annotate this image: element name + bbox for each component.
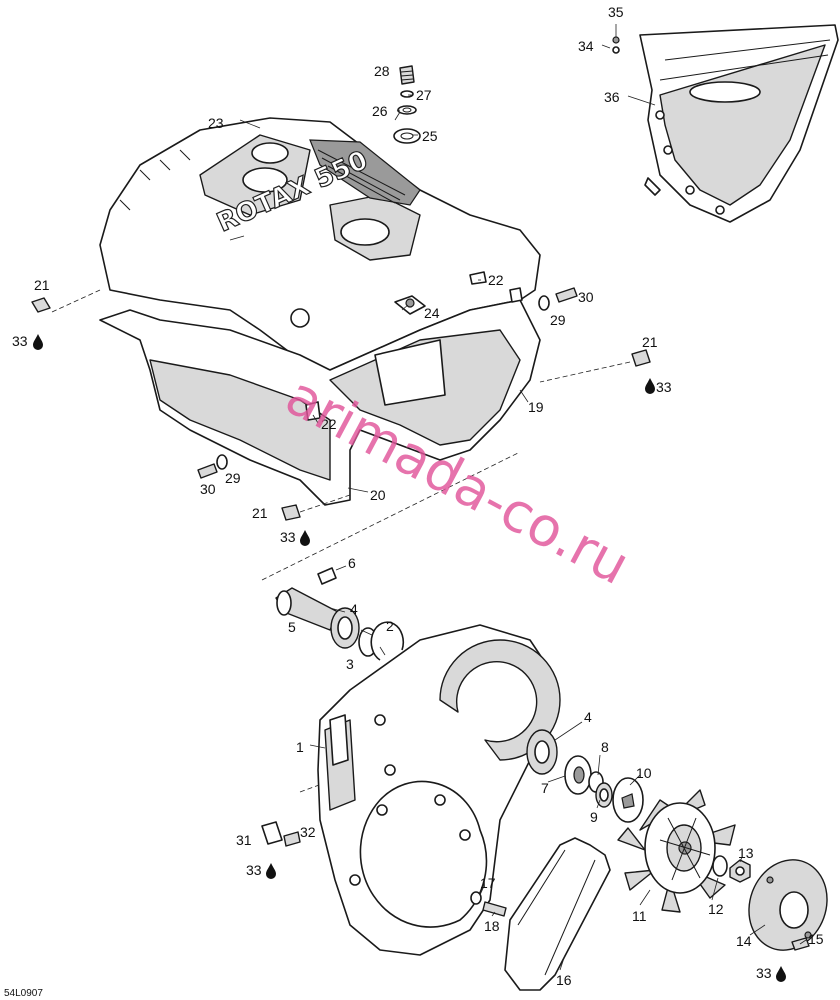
callout-21-left: 21	[34, 277, 50, 293]
belt-part-16	[504, 837, 611, 991]
callout-3: 3	[346, 656, 354, 672]
oil-drop-icon	[266, 863, 276, 879]
svg-text:33: 33	[246, 862, 262, 878]
callout-35: 35	[608, 4, 624, 20]
washer-part-26	[397, 105, 417, 115]
callout-34: 34	[578, 38, 594, 54]
washer-part-27	[400, 90, 414, 98]
oil-drop-icon	[776, 966, 786, 982]
washer-part-12	[712, 855, 728, 877]
svg-text:33: 33	[656, 379, 672, 395]
fan-housing-part-1	[317, 624, 561, 956]
cylinder-shroud-part-23: ROTAX 550	[99, 117, 541, 371]
bearing-part-4-upper	[330, 607, 360, 649]
callout-14: 14	[736, 933, 752, 949]
svg-text:33: 33	[12, 333, 28, 349]
screw-part-21-left	[31, 289, 101, 313]
svg-text:33: 33	[756, 965, 772, 981]
fan-part-11	[617, 789, 736, 913]
washer-part-7	[564, 755, 592, 795]
callout-labels: 1 2 3 4 4 5 6 7 8 9 10 11 12 13 14 15 16…	[34, 4, 824, 988]
callout-4-upper: 4	[350, 601, 358, 617]
cover-part-14	[748, 859, 828, 951]
key-part-6	[317, 567, 337, 585]
bearing-part-4-lower	[526, 729, 558, 775]
screw-part-21-bottom	[281, 494, 351, 521]
callout-13: 13	[738, 845, 754, 861]
callout-30-left: 30	[200, 481, 216, 497]
callout-22-lower: 22	[321, 416, 337, 432]
callout-10: 10	[636, 765, 652, 781]
bolt-part-28	[399, 65, 415, 85]
callout-23: 23	[208, 115, 224, 131]
callout-1: 1	[296, 739, 304, 755]
callout-28: 28	[374, 63, 390, 79]
callout-29-left: 29	[225, 470, 241, 486]
callout-36: 36	[604, 89, 620, 105]
callout-11: 11	[632, 908, 647, 924]
oil-drop-icon	[645, 378, 655, 394]
callout-21-right: 21	[642, 334, 658, 350]
callout-4-lower: 4	[584, 709, 592, 725]
callout-19: 19	[528, 399, 544, 415]
leader-lines	[229, 44, 807, 971]
lubricant-callout-housing: 33	[246, 862, 276, 879]
svg-text:33: 33	[280, 529, 296, 545]
callout-22-upper: 22	[488, 272, 504, 288]
callout-27: 27	[416, 87, 432, 103]
screw-part-30-left	[197, 454, 228, 479]
callout-26: 26	[372, 103, 388, 119]
intake-cover-part-36	[612, 24, 839, 223]
callout-9: 9	[590, 809, 598, 825]
lubricant-callout-right: 33	[645, 378, 672, 395]
clip-part-31	[261, 821, 283, 845]
callout-17: 17	[480, 875, 496, 891]
pulley-half-part-10	[612, 777, 644, 823]
callout-24: 24	[424, 305, 440, 321]
callout-21-bottom: 21	[252, 505, 268, 521]
callout-16: 16	[556, 972, 572, 988]
callout-7: 7	[541, 780, 549, 796]
oil-drop-icon	[33, 334, 43, 350]
screw-part-21-right	[539, 349, 651, 383]
callout-31: 31	[236, 832, 252, 848]
bolt-part-18	[482, 901, 507, 917]
callout-32: 32	[300, 824, 316, 840]
callout-18: 18	[484, 918, 500, 934]
lubricant-callouts: 33 33 33 33 33	[12, 333, 786, 982]
oil-drop-icon	[300, 530, 310, 546]
callout-20: 20	[370, 487, 386, 503]
callout-6: 6	[348, 555, 356, 571]
callout-15: 15	[808, 931, 824, 947]
lubricant-callout-middle: 33	[280, 529, 310, 546]
callout-5: 5	[288, 619, 296, 635]
callout-12: 12	[708, 901, 724, 917]
nut-part-13	[729, 859, 751, 883]
callout-8: 8	[601, 739, 609, 755]
lower-shroud-part-19-20	[99, 271, 541, 506]
shaft-part-5	[275, 587, 339, 631]
callout-25: 25	[422, 128, 438, 144]
callout-29-right: 29	[550, 312, 566, 328]
callout-30-right: 30	[578, 289, 594, 305]
reference-code: 54L0907	[4, 988, 43, 999]
callout-2: 2	[386, 618, 394, 634]
screw-part-32	[283, 831, 301, 847]
retaining-ring-part-2	[370, 621, 405, 661]
screw-part-30-right	[538, 287, 578, 311]
lubricant-callout-left: 33	[12, 333, 43, 350]
grommet-part-25	[393, 128, 421, 144]
washer-part-17	[470, 891, 482, 905]
lubricant-callout-cover: 33	[756, 965, 786, 982]
